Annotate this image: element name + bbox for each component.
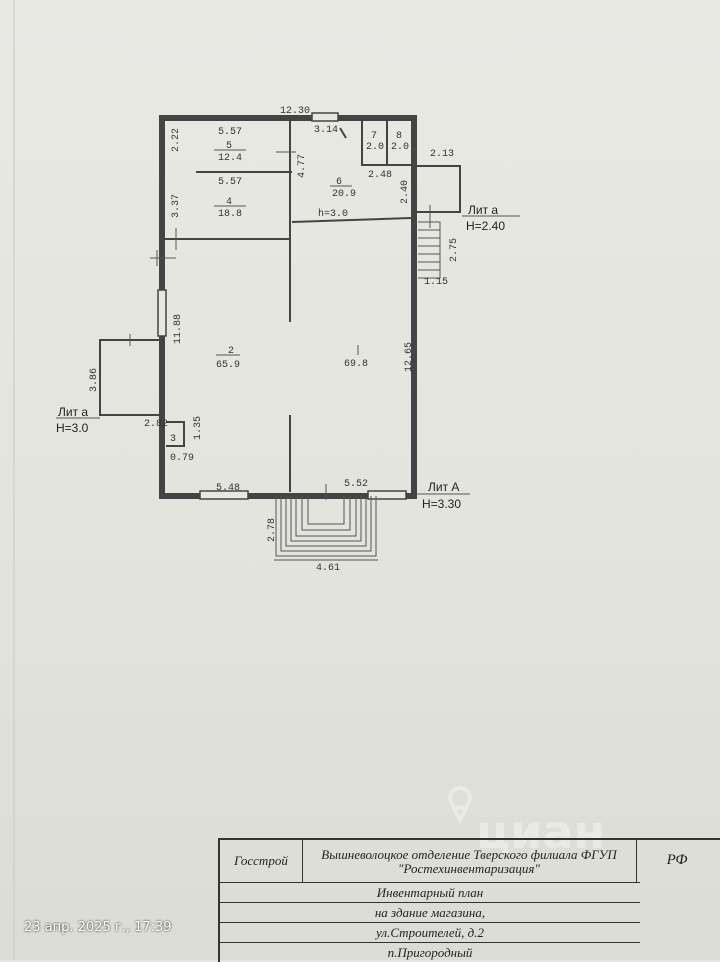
dim-room4-width: 5.57	[218, 177, 242, 188]
room-4-number: 4	[226, 197, 232, 208]
photo-timestamp: 23 апр. 2025 г., 17:39	[24, 920, 172, 935]
cian-watermark: циан	[448, 786, 605, 859]
dim-stair-width: 1.15	[424, 277, 448, 288]
dim-left-upper: 2.22	[171, 128, 182, 152]
dim-inner-wall: 4.77	[297, 154, 308, 178]
lit-a-right: Лит а	[468, 203, 498, 217]
right-stairs	[418, 221, 441, 279]
rooms-7-8-walls	[361, 121, 412, 166]
lit-A-main-height: Н=3.30	[422, 497, 461, 511]
top-window	[311, 112, 339, 122]
lit-A-main: Лит А	[428, 480, 459, 494]
dim-porch-height: 2.40	[400, 180, 411, 204]
dim-porch-width: 2.13	[430, 149, 454, 160]
stamp-country-label: РФ	[642, 840, 712, 880]
lit-a-right-height: Н=2.40	[466, 219, 505, 233]
room-6-number: 6	[336, 177, 342, 188]
dim-left-mid: 3.37	[171, 194, 182, 218]
stamp-street: ул.Строителей, д.2	[375, 924, 484, 940]
dim-top-window: 3.14	[314, 125, 338, 136]
room-7-area: 2.0	[366, 142, 384, 153]
stamp-settlement: п.Пригородный	[387, 944, 473, 960]
stamp-department: Вышневолоцкое отделение Тверского филиал…	[321, 847, 617, 876]
dim-small-room-h: 1.35	[193, 416, 204, 440]
stamp-org: Госстрой	[234, 853, 288, 868]
room-5-area: 12.4	[218, 153, 242, 164]
dim-right-small: 2.48	[368, 170, 392, 181]
stamp-doc-type: Инвентарный план	[376, 884, 484, 900]
room-6-area: 20.9	[332, 189, 356, 200]
room-3	[166, 421, 185, 447]
dim-stair-length: 2.75	[449, 238, 460, 262]
dim-left-annex-w: 2.82	[144, 419, 168, 430]
entrance-steps	[275, 484, 377, 557]
dim-entry-depth: 2.78	[267, 518, 278, 542]
right-porch	[414, 165, 461, 213]
dim-top-total: 12.30	[280, 106, 310, 117]
room-4-area: 18.8	[218, 209, 242, 220]
stamp-right-cell	[638, 838, 720, 882]
room-2-number: 2	[228, 346, 234, 357]
dim-bottom-right: 5.52	[344, 479, 368, 490]
lit-a-left: Лит а	[58, 405, 88, 419]
room-8-area: 2.0	[391, 142, 409, 153]
room-5-number: 5	[226, 141, 232, 152]
dim-bottom-left: 5.48	[216, 483, 240, 494]
room-main-area: 69.8	[344, 359, 368, 370]
room-3-number: 3	[170, 434, 176, 445]
dim-right-long: 12.65	[404, 342, 415, 372]
left-annex	[99, 339, 159, 416]
lit-a-left-height: Н=3.0	[56, 421, 89, 435]
title-block: Госстрой Вышневолоцкое отделение Тверско…	[218, 838, 640, 962]
wall-room6-bottom	[291, 217, 412, 223]
room-2-area: 65.9	[216, 360, 240, 371]
ceiling-height: h=3.0	[318, 208, 348, 220]
room-8-number: 8	[396, 131, 402, 142]
dim-room5-width: 5.57	[218, 127, 242, 138]
dim-left-annex-h: 3.86	[89, 368, 100, 392]
country-text: РФ	[666, 852, 688, 868]
location-pin-icon	[448, 786, 472, 825]
stamp-object: на здание магазина,	[374, 904, 486, 920]
dim-entry-width: 4.61	[316, 563, 340, 574]
dim-small-room-w: 0.79	[170, 453, 194, 464]
dim-left-long: 11.88	[173, 314, 184, 344]
watermark-text: циан	[476, 805, 605, 859]
room-7-number: 7	[371, 131, 377, 142]
